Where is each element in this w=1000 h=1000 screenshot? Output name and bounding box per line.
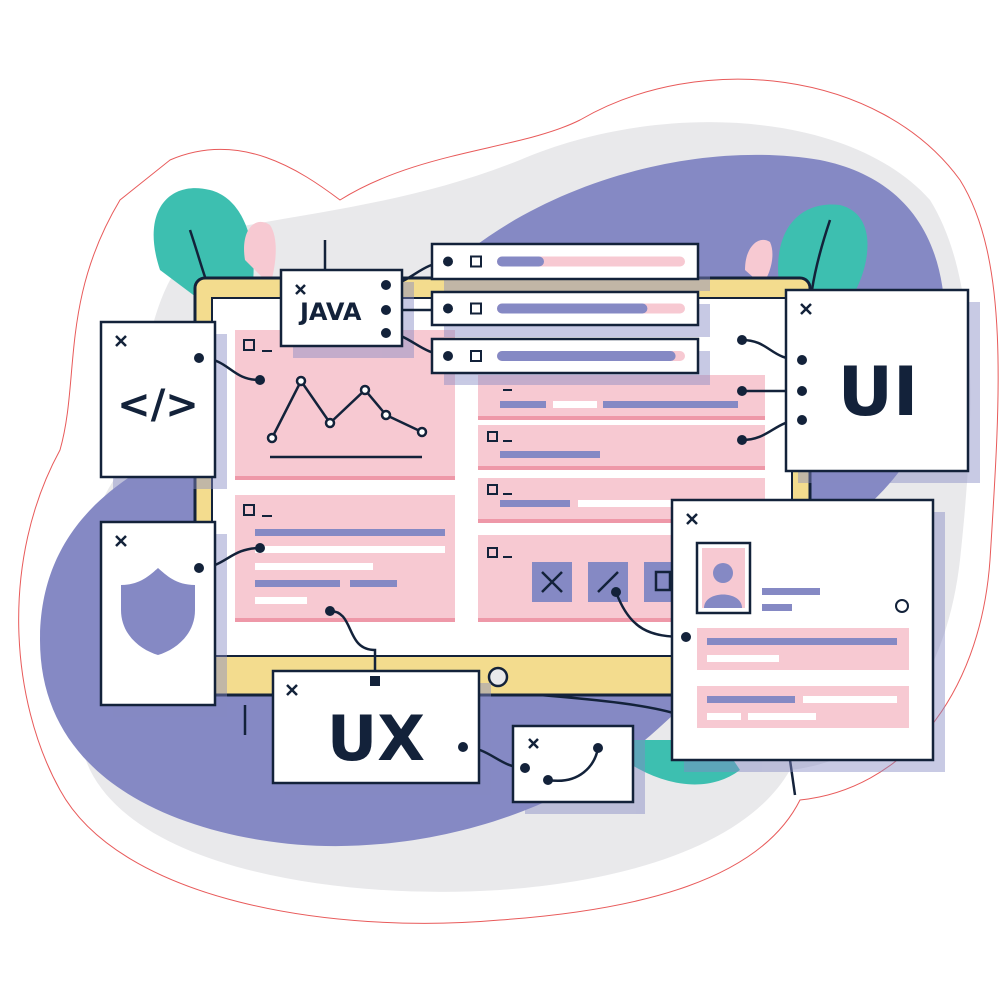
monitor-power-button[interactable] xyxy=(487,666,509,688)
radio-button[interactable] xyxy=(895,599,909,613)
ux-window[interactable]: UX xyxy=(271,606,481,785)
teal-leaf-right xyxy=(778,204,868,300)
progress-track xyxy=(497,256,685,267)
close-icon[interactable] xyxy=(528,738,539,749)
progress-fill xyxy=(497,351,676,361)
pink-leaf-right xyxy=(745,239,773,285)
text-lines xyxy=(255,401,738,604)
code-label: </> xyxy=(117,382,199,428)
teal-leaf-left xyxy=(153,188,254,300)
close-icon[interactable] xyxy=(800,303,812,315)
progress-fill xyxy=(497,256,544,267)
code-window[interactable]: </> xyxy=(99,320,217,479)
progress-windows xyxy=(430,242,700,375)
avatar xyxy=(695,541,752,615)
chart-panel xyxy=(235,330,455,480)
checkbox[interactable] xyxy=(470,350,482,362)
progress-window[interactable] xyxy=(430,242,700,281)
tool-button-pen[interactable] xyxy=(588,562,628,602)
progress-fill xyxy=(497,303,648,314)
line-chart xyxy=(266,375,428,459)
ui-label: UI xyxy=(838,353,919,432)
close-icon[interactable] xyxy=(286,684,298,696)
close-icon[interactable] xyxy=(115,535,127,547)
tool-button-square[interactable] xyxy=(644,562,674,602)
java-label: JAVA xyxy=(298,298,362,326)
screen-panels xyxy=(235,330,765,622)
shield-icon xyxy=(121,568,195,655)
bezier-window[interactable] xyxy=(511,724,635,804)
close-icon[interactable] xyxy=(686,513,698,525)
checkbox[interactable] xyxy=(470,302,482,315)
checkbox[interactable] xyxy=(470,255,482,268)
ux-label: UX xyxy=(327,702,425,775)
progress-window[interactable] xyxy=(430,337,700,375)
pink-leaf-left xyxy=(244,221,276,285)
progress-window[interactable] xyxy=(430,290,700,327)
java-window[interactable]: JAVA xyxy=(279,268,404,348)
ui-window[interactable]: UI xyxy=(737,288,970,473)
tool-button-close[interactable] xyxy=(532,562,572,602)
security-window[interactable] xyxy=(99,520,217,707)
close-icon[interactable] xyxy=(115,335,127,347)
profile-window[interactable] xyxy=(611,498,935,762)
close-icon[interactable] xyxy=(295,284,306,295)
